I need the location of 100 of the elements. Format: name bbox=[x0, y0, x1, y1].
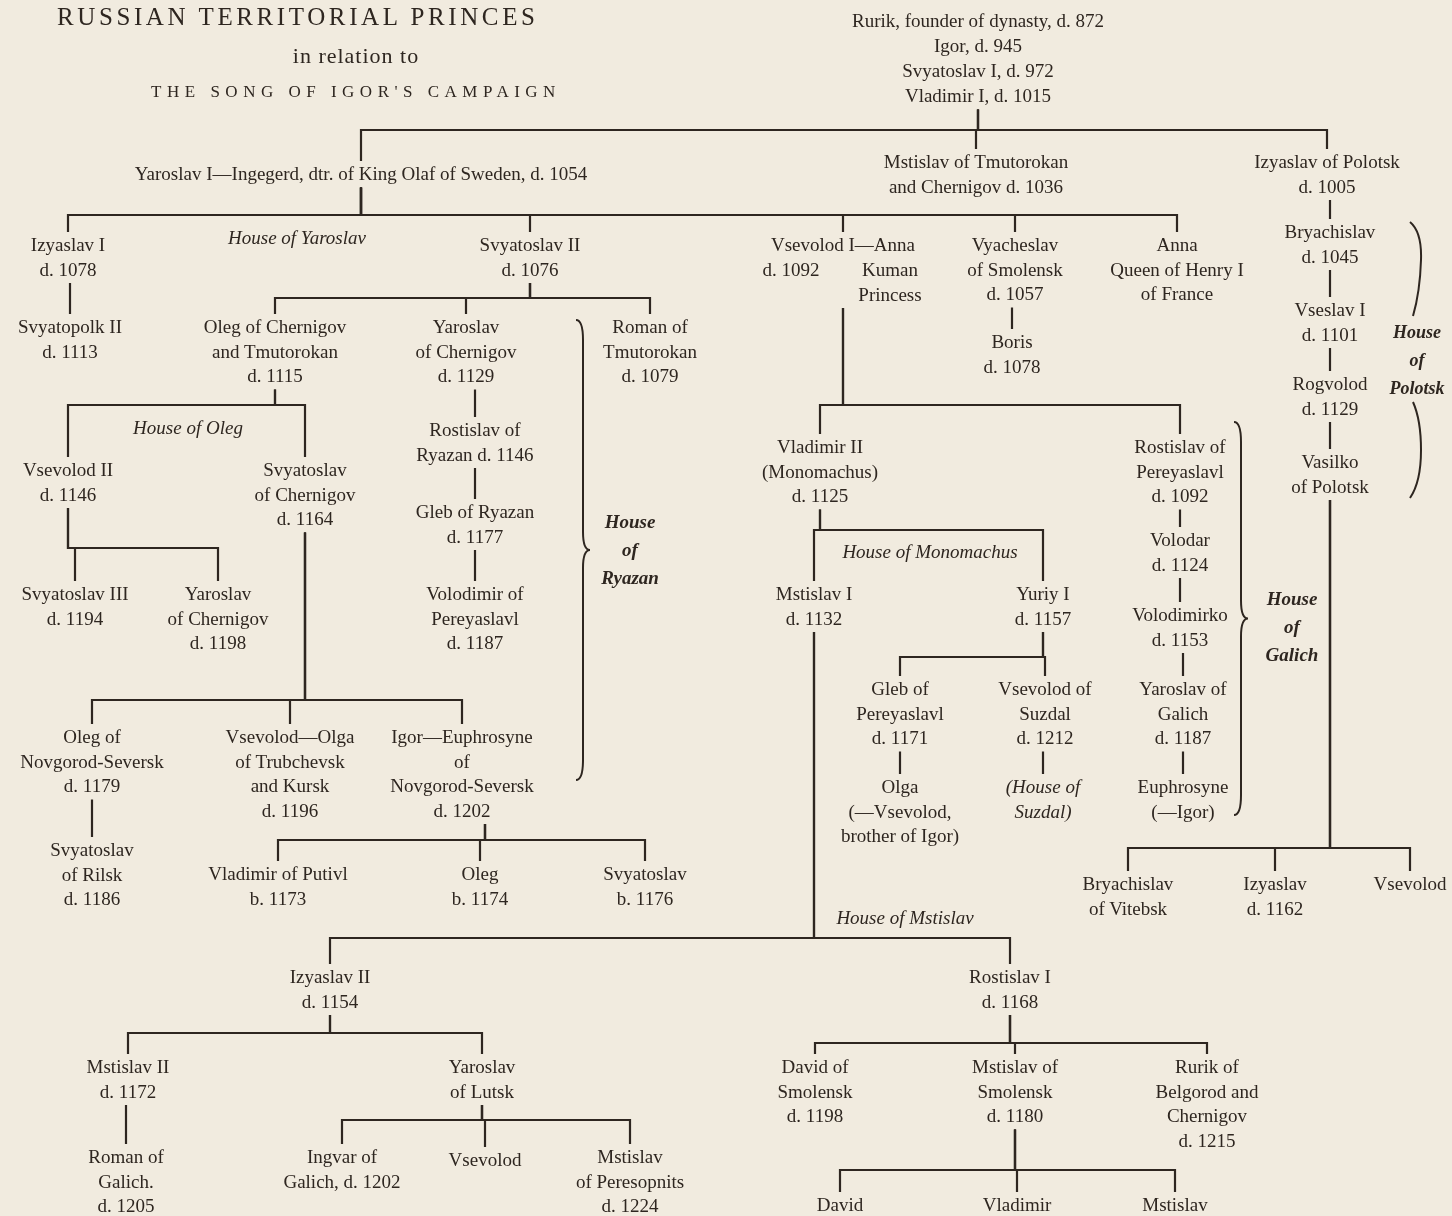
ruler-name: Olga (—Vsevolod, brother of Igor) bbox=[840, 775, 960, 849]
ruler-name: Svyatoslav of Chernigov d. 1164 bbox=[254, 458, 356, 532]
ruler-name: Bryachislav of Vitebsk bbox=[1082, 872, 1174, 921]
lineage-line bbox=[818, 509, 1045, 581]
ruler-name: Yaroslav of Chernigov d. 1129 bbox=[415, 315, 517, 389]
spouse-name: Kuman Princess bbox=[857, 258, 923, 307]
ruler-name: Yuriy I d. 1157 bbox=[1014, 582, 1072, 631]
lineage-line bbox=[1328, 422, 1332, 449]
ruler-name: David bbox=[816, 1193, 864, 1216]
lineage-line bbox=[124, 1105, 128, 1144]
ruler-name: Rostislav of Ryazan d. 1146 bbox=[416, 418, 534, 467]
house-label: House of Ryazan bbox=[601, 510, 659, 590]
ruler-name: Mstislav of Tmutorokan and Chernigov d. 1036 bbox=[883, 150, 1069, 199]
ruler-name: Izyaslav of Polotsk d. 1005 bbox=[1254, 150, 1400, 199]
ruler-name: Rostislav I d. 1168 bbox=[969, 965, 1051, 1014]
ruler-name: Igor—Euphrosyne of Novgorod-Seversk d. 1202 bbox=[390, 725, 534, 823]
lineage-line bbox=[1013, 1129, 1177, 1192]
title: RUSSIAN TERRITORIAL PRINCES bbox=[57, 3, 539, 31]
lineage-line bbox=[898, 751, 902, 774]
lineage-line bbox=[1008, 1015, 1209, 1054]
ruler-name: Roman of Galich. d. 1205 bbox=[88, 1145, 164, 1216]
ruler-name: Yaroslav of Galich d. 1187 bbox=[1139, 677, 1227, 751]
ruler-name: Vsevolod of Suzdal d. 1212 bbox=[998, 677, 1092, 751]
ruler-name: Rurik of Belgorod and Chernigov d. 1215 bbox=[1155, 1055, 1259, 1153]
lineage-line bbox=[1328, 270, 1332, 297]
lineage-line bbox=[1181, 653, 1185, 676]
ruler-name: David of Smolensk d. 1198 bbox=[777, 1055, 853, 1129]
lineage-line bbox=[303, 532, 464, 724]
lineage-line bbox=[1178, 578, 1182, 602]
ruler-name: Yaroslav I—Ingegerd, dtr. of King Olaf of Sweden, d. 1054 bbox=[134, 162, 588, 187]
ruler-name: Vsevolod I—Anna bbox=[769, 233, 917, 257]
lineage-line bbox=[528, 283, 652, 314]
lineage-line bbox=[359, 187, 1179, 232]
ruler-name: Volodimirko d. 1153 bbox=[1132, 603, 1228, 652]
lineage-line bbox=[66, 508, 220, 581]
house-label: House of Polotsk bbox=[1389, 321, 1445, 400]
house-label: House of Galich bbox=[1265, 587, 1319, 667]
ruler-name: Vseslav I d. 1101 bbox=[1294, 298, 1366, 347]
ruler-name: Svyatoslav b. 1176 bbox=[603, 862, 687, 911]
ruler-name: Mstislav of Smolensk d. 1180 bbox=[972, 1055, 1058, 1129]
ruler-name: Mstislav I d. 1132 bbox=[775, 582, 853, 631]
lineage-line bbox=[483, 824, 647, 861]
lineage-line bbox=[1178, 509, 1182, 527]
lineage-line bbox=[273, 389, 307, 457]
lineage-line bbox=[328, 1015, 484, 1054]
lineage-line bbox=[976, 109, 1329, 149]
ruler-name: Svyatoslav III d. 1194 bbox=[21, 582, 129, 631]
lineage-line bbox=[1328, 500, 1412, 871]
lineage-line bbox=[841, 308, 1182, 434]
ruler-name: Vsevolod bbox=[1373, 872, 1447, 897]
ruler-name: Vladimir II (Monomachus) d. 1125 bbox=[761, 435, 879, 509]
house-label: House of Monomachus bbox=[842, 540, 1018, 564]
subtitle: in relation to bbox=[292, 42, 420, 70]
ruler-name: Oleg of Novgorod-Seversk d. 1179 bbox=[20, 725, 164, 799]
house-label: House of Mstislav bbox=[836, 906, 974, 930]
ruler-name: Svyatoslav of Rilsk d. 1186 bbox=[50, 838, 134, 912]
ruler-name: Svyatopolk II d. 1113 bbox=[18, 315, 122, 364]
ruler-name: Rurik, founder of dynasty, d. 872 bbox=[851, 9, 1105, 34]
ruler-name: Svyatoslav II d. 1076 bbox=[479, 233, 581, 282]
lineage-line bbox=[473, 389, 477, 417]
ruler-name: Izyaslav d. 1162 bbox=[1243, 872, 1307, 921]
lineage-line bbox=[1010, 307, 1014, 329]
ruler-name: Boris d. 1078 bbox=[983, 330, 1041, 379]
ruler-name: Igor, d. 945 bbox=[934, 34, 1022, 59]
house-note: (House of Suzdal) bbox=[1005, 775, 1081, 824]
lineage-line bbox=[68, 283, 72, 314]
lineage-line bbox=[1041, 632, 1047, 676]
ruler-name: Svyatoslav I, d. 972 bbox=[902, 59, 1054, 84]
subtitle: THE SONG OF IGOR'S CAMPAIGN bbox=[151, 81, 561, 103]
lineage-line bbox=[473, 550, 477, 581]
ruler-name: Euphrosyne (—Igor) bbox=[1137, 775, 1229, 824]
ruler-name: Ingvar of Galich, d. 1202 bbox=[283, 1145, 401, 1194]
lineage-line bbox=[1041, 751, 1045, 774]
lineage-line bbox=[480, 1105, 632, 1144]
ruler-name: Mstislav bbox=[1142, 1193, 1208, 1216]
ruler-name: Izyaslav I d. 1078 bbox=[30, 233, 106, 282]
lineage-line bbox=[1181, 751, 1185, 774]
ruler-name: Yaroslav of Chernigov d. 1198 bbox=[167, 582, 269, 656]
ruler-name: Oleg b. 1174 bbox=[451, 862, 509, 911]
ruler-name: Volodimir of Pereyaslavl d. 1187 bbox=[426, 582, 524, 656]
ruler-name: Vladimir I, d. 1015 bbox=[904, 84, 1052, 109]
ruler-name: Gleb of Ryazan d. 1177 bbox=[415, 500, 535, 549]
lineage-line bbox=[1328, 348, 1332, 371]
ruler-name: Bryachislav d. 1045 bbox=[1284, 220, 1376, 269]
ruler-name: Mstislav of Peresopnits d. 1224 bbox=[575, 1145, 685, 1216]
ruler-name: Izyaslav II d. 1154 bbox=[289, 965, 371, 1014]
ruler-name: Vladimir of Putivl b. 1173 bbox=[208, 862, 348, 911]
ruler-name: Rostislav of Pereyaslavl d. 1092 bbox=[1134, 435, 1226, 509]
ruler-name: Roman of Tmutorokan d. 1079 bbox=[603, 315, 697, 389]
ruler-name: Rogvolod d. 1129 bbox=[1292, 372, 1368, 421]
ruler-name: Oleg of Chernigov and Tmutorokan d. 1115 bbox=[203, 315, 347, 389]
ruler-name: Yaroslav of Lutsk bbox=[448, 1055, 516, 1104]
lineage-line bbox=[1328, 200, 1332, 219]
ruler-name: Anna Queen of Henry I of France bbox=[1110, 233, 1244, 307]
house-label: House of Yaroslav bbox=[228, 226, 366, 250]
ruler-name: Vasilko of Polotsk bbox=[1291, 450, 1369, 499]
ruler-name: Vsevolod bbox=[448, 1148, 522, 1173]
ruler-name: Volodar d. 1124 bbox=[1150, 528, 1210, 577]
lineage-line bbox=[812, 632, 1012, 964]
ruler-name: Mstislav II d. 1172 bbox=[86, 1055, 170, 1104]
